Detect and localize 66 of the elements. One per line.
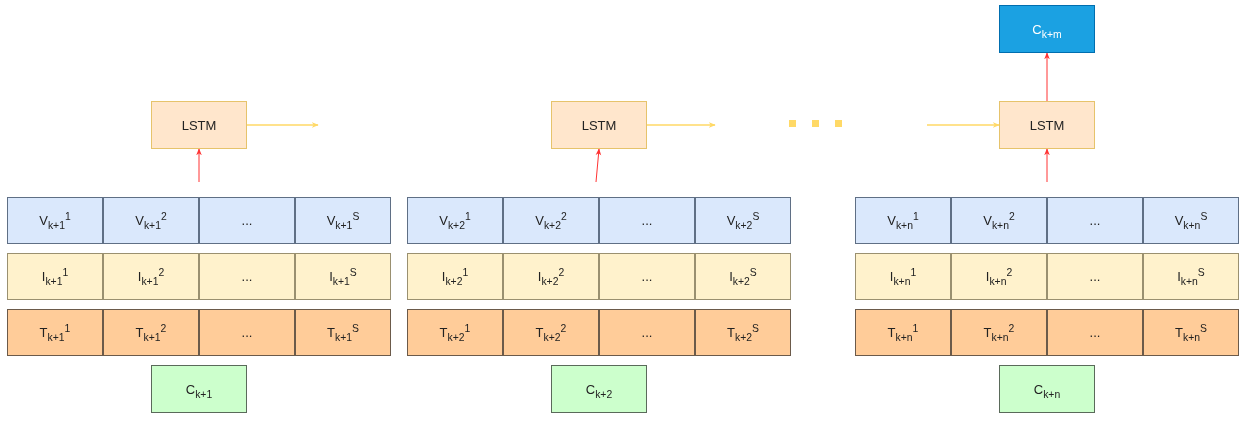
table-cell — [199, 253, 295, 300]
table-cell — [103, 253, 199, 300]
box-label: ... — [241, 325, 253, 340]
arrow — [926, 122, 1000, 128]
box-label: ... — [641, 213, 653, 228]
box-label: ... — [641, 269, 653, 284]
box-label: ... — [241, 213, 253, 228]
table-cell — [503, 309, 599, 356]
box-label: ... — [1089, 325, 1101, 340]
box-label: ... — [1089, 269, 1101, 284]
table-cell — [407, 197, 503, 244]
box-label: LSTM — [1029, 117, 1065, 133]
class-box — [551, 365, 647, 413]
table-cell — [7, 253, 103, 300]
table-cell — [695, 309, 791, 356]
table-cell — [103, 197, 199, 244]
table-cell — [951, 309, 1047, 356]
table-cell — [951, 197, 1047, 244]
box-label: ... — [1089, 213, 1101, 228]
box-label: C$_{k+2}$ — [585, 381, 613, 397]
table-cell — [295, 309, 391, 356]
table-cell — [855, 253, 951, 300]
table-cell — [855, 197, 951, 244]
arrow — [1044, 52, 1050, 102]
table-cell — [695, 253, 791, 300]
table-cell — [1143, 197, 1239, 244]
table-cell — [1047, 309, 1143, 356]
lstm-box — [151, 101, 247, 149]
table-cell — [695, 197, 791, 244]
lstm-box — [999, 101, 1095, 149]
arrow — [646, 122, 716, 128]
table-cell — [503, 253, 599, 300]
class-box — [151, 365, 247, 413]
table-cell — [7, 197, 103, 244]
arrow — [1044, 148, 1050, 183]
box-label: ... — [241, 269, 253, 284]
table-cell — [1143, 309, 1239, 356]
table-cell — [1143, 253, 1239, 300]
table-cell — [599, 197, 695, 244]
box-label: C$_{k+m}$ — [1032, 21, 1062, 37]
table-cell — [7, 309, 103, 356]
table-cell — [103, 309, 199, 356]
table-cell — [199, 309, 295, 356]
table-cell — [503, 197, 599, 244]
table-cell — [407, 309, 503, 356]
box-label: ... — [641, 325, 653, 340]
arrow — [196, 148, 202, 183]
table-cell — [599, 253, 695, 300]
box-label: C$_{k+n}$ — [1033, 381, 1061, 397]
lstm-box — [551, 101, 647, 149]
output-box — [999, 5, 1095, 53]
table-cell — [855, 309, 951, 356]
table-cell — [599, 309, 695, 356]
table-cell — [407, 253, 503, 300]
table-cell — [1047, 197, 1143, 244]
table-cell — [295, 253, 391, 300]
box-label: LSTM — [581, 117, 617, 133]
arrow — [595, 148, 602, 183]
table-cell — [951, 253, 1047, 300]
box-label: C$_{k+1}$ — [185, 381, 213, 397]
table-cell — [199, 197, 295, 244]
box-label: LSTM — [181, 117, 217, 133]
table-cell — [295, 197, 391, 244]
arrow — [246, 122, 319, 128]
table-cell — [1047, 253, 1143, 300]
class-box — [999, 365, 1095, 413]
